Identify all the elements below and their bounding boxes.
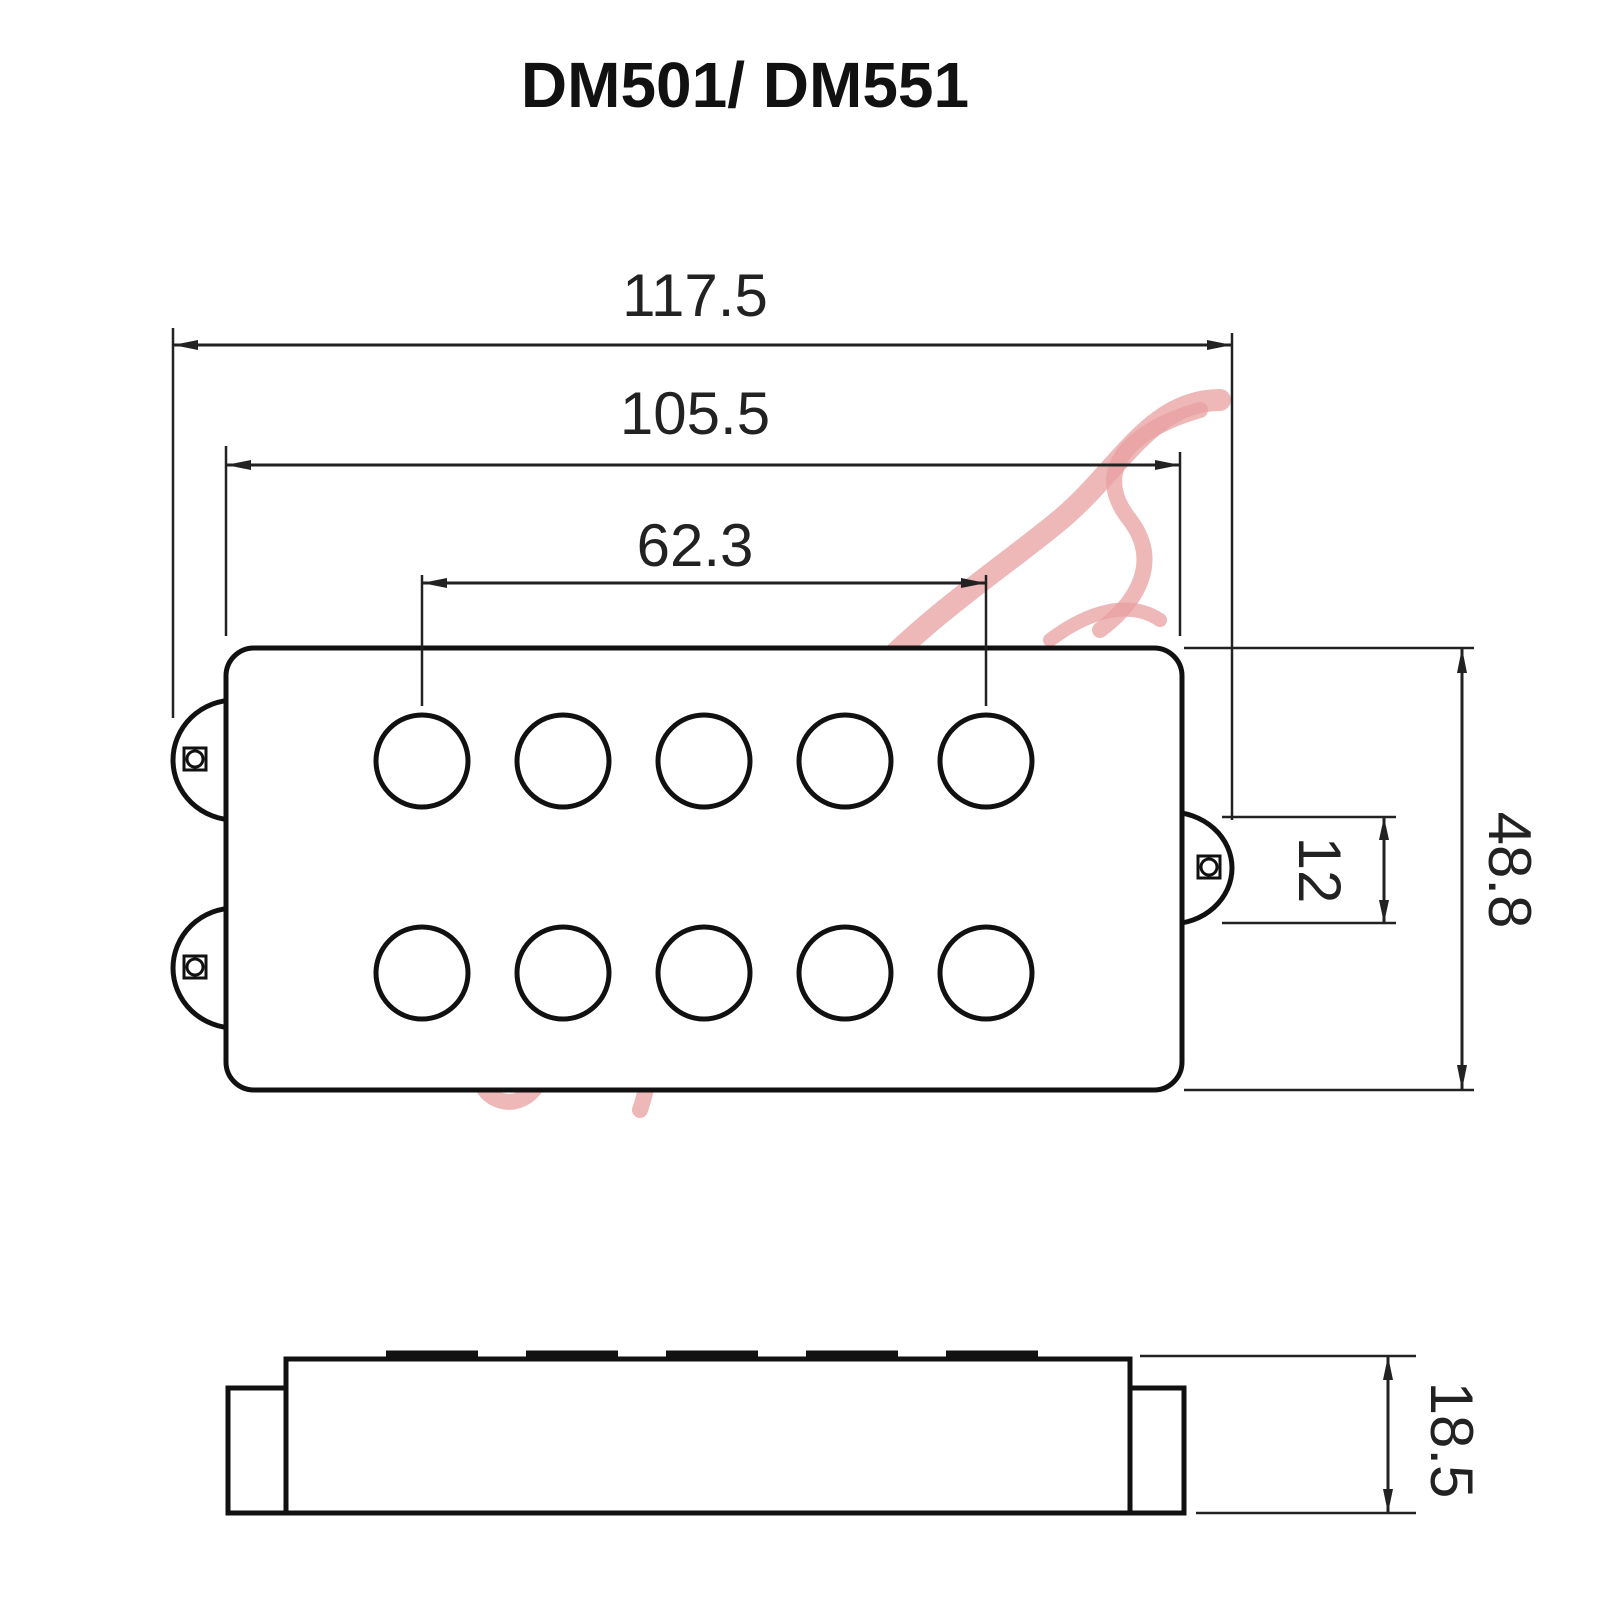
side-view	[225, 1350, 1187, 1516]
pole-piece	[796, 712, 894, 810]
dimension-label: 12	[1286, 837, 1353, 904]
pickup-body-side	[283, 1356, 1133, 1516]
pole-piece	[655, 712, 753, 810]
pole-piece	[937, 712, 1035, 810]
pole-piece	[373, 712, 471, 810]
pole-piece	[796, 924, 894, 1022]
dimension-label: 18.5	[1418, 1382, 1485, 1499]
pole-piece	[655, 924, 753, 1022]
dimension-label: 117.5	[622, 262, 768, 329]
dimension-label: 62.3	[637, 512, 754, 579]
pole-piece	[514, 924, 612, 1022]
side-ear-left	[225, 1385, 291, 1516]
dimension-body-width: 48.8	[1184, 646, 1543, 1092]
drawing-title: DM501/ DM551	[521, 49, 969, 121]
pole-row-upper	[373, 712, 1035, 810]
dimension-label: 48.8	[1476, 812, 1543, 929]
pole-piece	[373, 924, 471, 1022]
pole-piece	[937, 924, 1035, 1022]
pickup-body-top	[223, 645, 1185, 1093]
side-ear-right	[1124, 1385, 1187, 1516]
dimension-overall-length: 117.5	[171, 262, 1234, 820]
dimension-label: 105.5	[620, 380, 770, 447]
dimension-height: 18.5	[1140, 1354, 1485, 1515]
dimension-pole-span: 62.3	[420, 512, 988, 706]
dimension-ear-height: 12	[1222, 815, 1396, 925]
dimension-body-length: 105.5	[224, 380, 1182, 636]
pole-row-lower	[373, 924, 1035, 1022]
pole-piece	[514, 712, 612, 810]
top-view	[170, 645, 1235, 1093]
